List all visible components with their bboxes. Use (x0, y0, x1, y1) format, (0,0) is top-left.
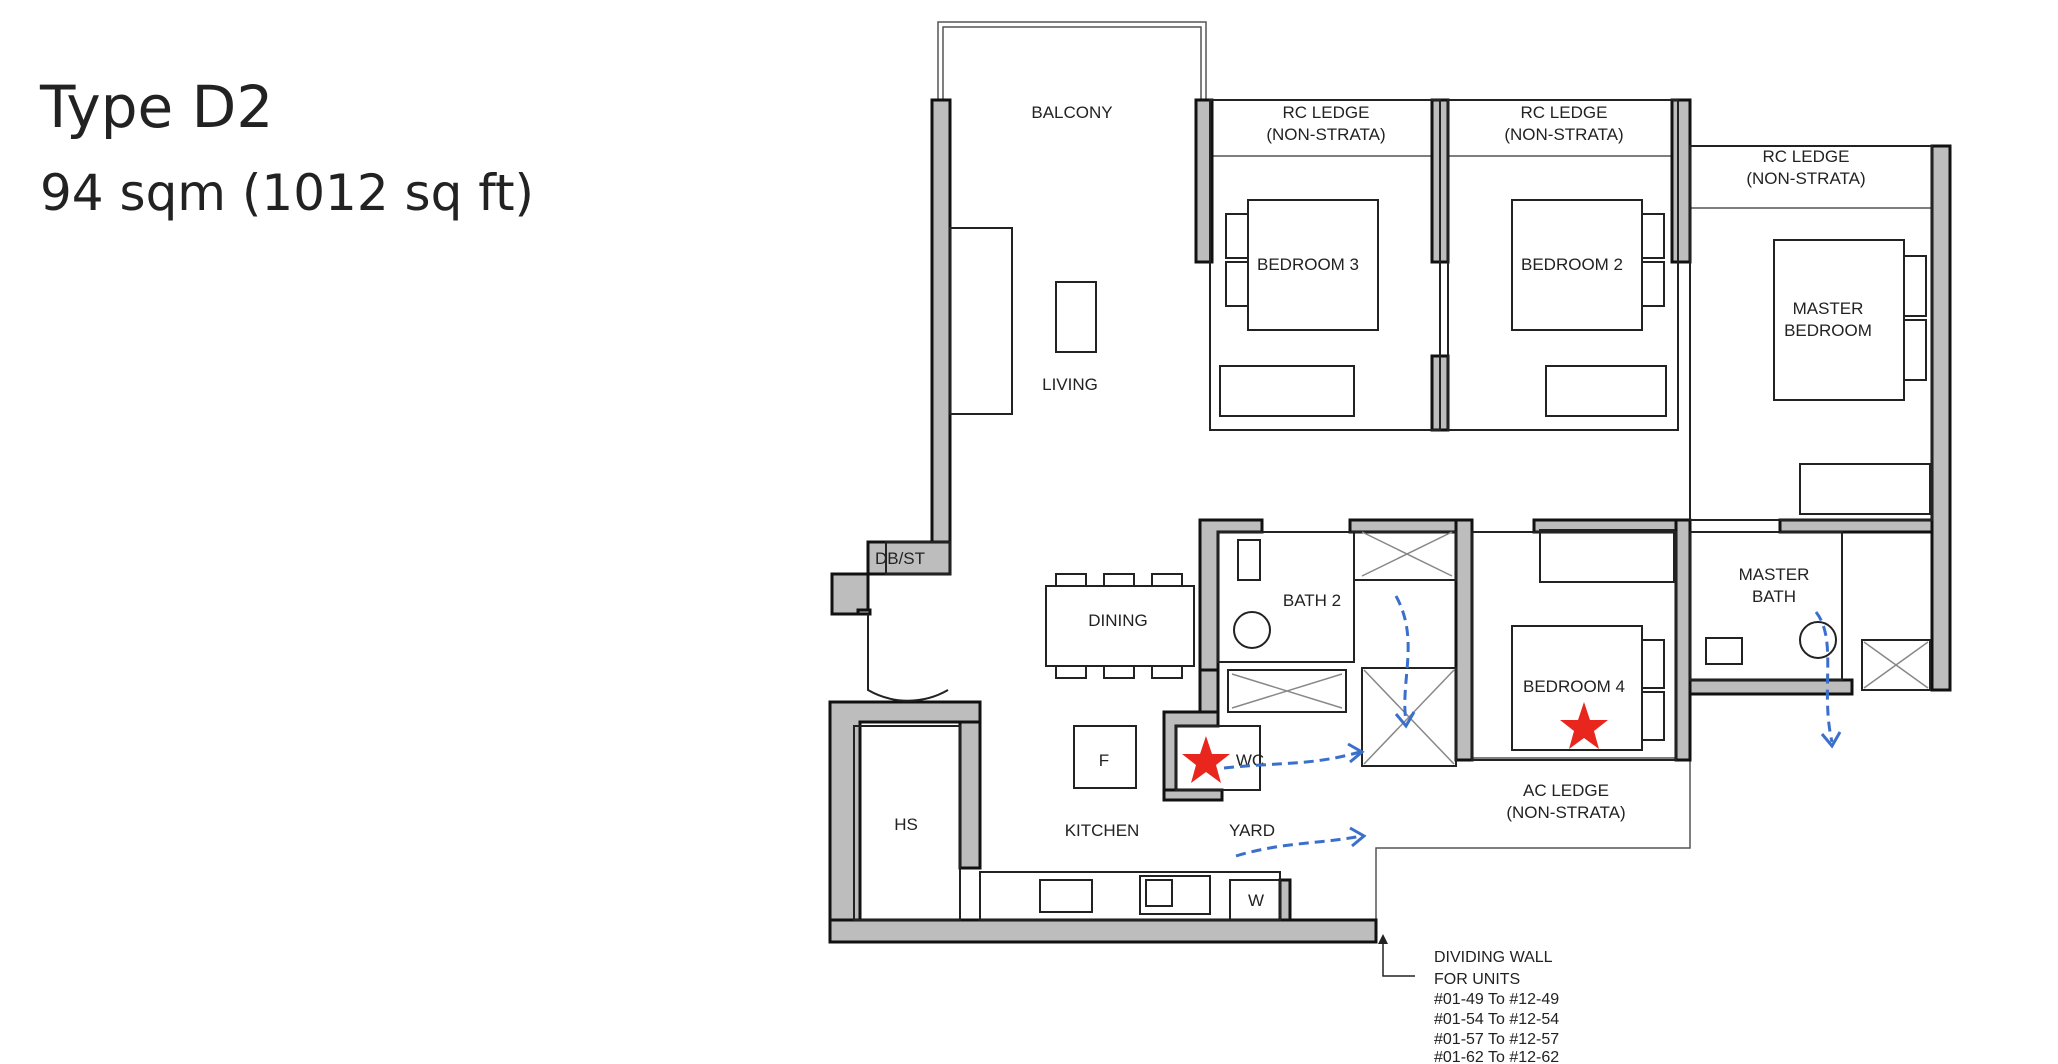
label-bath-2: BATH 2 (1283, 591, 1341, 610)
label-balcony: BALCONY (1031, 103, 1112, 122)
room-labels: BALCONY RC LEDGE (NON-STRATA) RC LEDGE (… (875, 103, 1872, 910)
note-unit: #01-57 To #12-57 (1434, 1031, 1559, 1048)
label-master-bath: MASTER (1739, 565, 1810, 584)
label-master-bedroom-sub: BEDROOM (1784, 321, 1872, 340)
label-yard: YARD (1229, 821, 1275, 840)
label-hs: HS (894, 815, 918, 834)
arrowhead-icon (1394, 711, 1416, 729)
label-ac-ledge-sub: (NON-STRATA) (1506, 803, 1625, 822)
walls (828, 98, 1952, 944)
dividing-wall-note: DIVIDING WALL FOR UNITS #01-49 To #12-49… (1434, 949, 1559, 1064)
label-rc-ledge-1-sub: (NON-STRATA) (1266, 125, 1385, 144)
label-rc-ledge-2-sub: (NON-STRATA) (1504, 125, 1623, 144)
leader-arrow (1378, 934, 1388, 944)
label-bedroom-4: BEDROOM 4 (1523, 677, 1625, 696)
room-outlines (853, 99, 1933, 921)
label-washer: W (1248, 891, 1264, 910)
airflow-arrow-icon (1223, 750, 1361, 770)
label-bedroom-3: BEDROOM 3 (1257, 255, 1359, 274)
airflow-arrow-icon (1235, 834, 1363, 858)
label-bedroom-2: BEDROOM 2 (1521, 255, 1623, 274)
label-master-bath-sub: BATH (1752, 587, 1796, 606)
label-rc-ledge-3-sub: (NON-STRATA) (1746, 169, 1865, 188)
label-dining: DINING (1088, 611, 1148, 630)
note-unit: #01-62 To #12-62 (1434, 1049, 1559, 1064)
unit-area: 94 sqm (1012 sq ft) (40, 164, 535, 222)
note-unit: #01-54 To #12-54 (1434, 1011, 1559, 1028)
label-rc-ledge-1: RC LEDGE (1283, 103, 1370, 122)
arrowhead-icon (1820, 731, 1842, 749)
label-kitchen: KITCHEN (1065, 821, 1140, 840)
shower-crosses (1231, 531, 1929, 765)
arrowhead-icon (1349, 826, 1367, 848)
airflow-arrow-icon (1814, 611, 1834, 743)
label-living: LIVING (1042, 375, 1098, 394)
label-rc-ledge-3: RC LEDGE (1763, 147, 1850, 166)
label-ac-ledge: AC LEDGE (1523, 781, 1609, 800)
unit-type-title: Type D2 (40, 73, 274, 141)
note-unit: #01-49 To #12-49 (1434, 991, 1559, 1008)
label-dbst: DB/ST (875, 549, 925, 568)
note-line-2: FOR UNITS (1434, 971, 1520, 988)
note-line-1: DIVIDING WALL (1434, 949, 1553, 966)
airflow-arrow-icon (1394, 595, 1410, 723)
bedroom4-star-icon (1560, 702, 1608, 749)
arrowhead-icon (1347, 742, 1365, 764)
label-master-bedroom: MASTER (1793, 299, 1864, 318)
wc-star-icon (1182, 736, 1230, 783)
label-rc-ledge-2: RC LEDGE (1521, 103, 1608, 122)
airflow-arrows (1223, 595, 1834, 858)
label-fridge: F (1099, 751, 1109, 770)
arrowheads (1347, 711, 1842, 848)
